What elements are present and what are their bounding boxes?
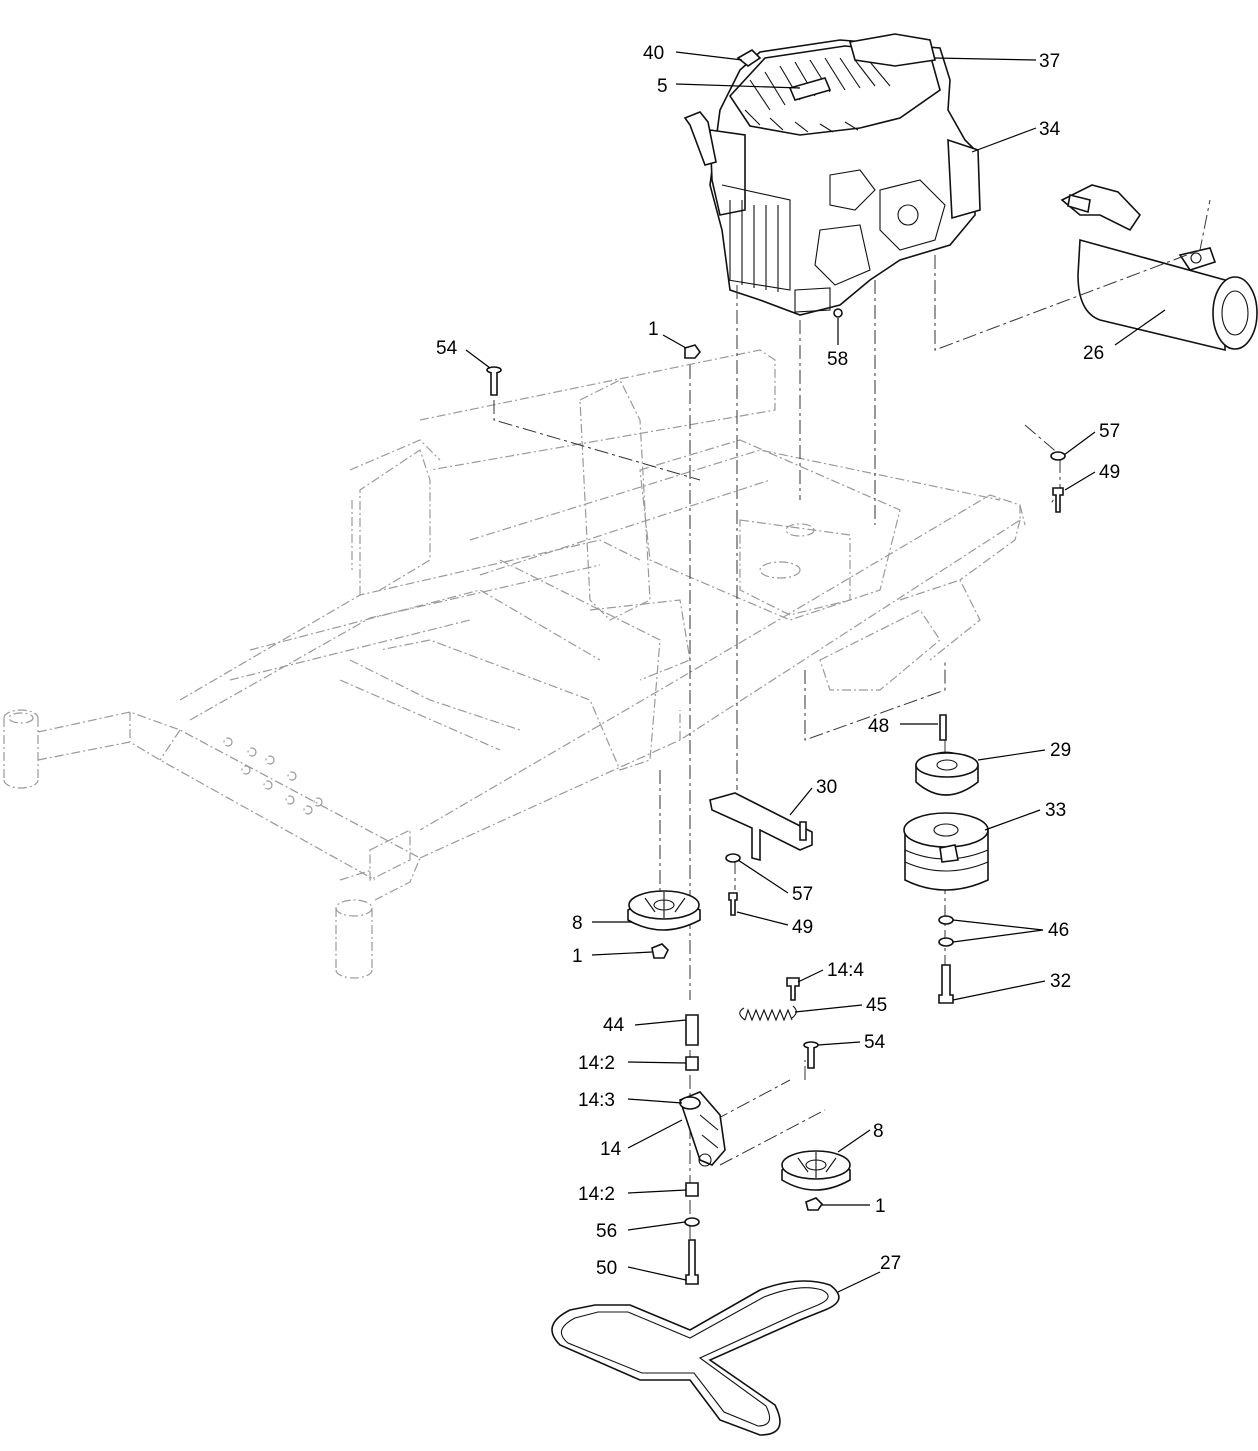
callout-26: 26 — [1083, 343, 1104, 364]
callout-37: 37 — [1039, 51, 1060, 72]
callout-49: 49 — [792, 917, 813, 938]
callout-14-3: 14:3 — [578, 1090, 615, 1111]
engine — [683, 33, 981, 318]
callout-58: 58 — [827, 349, 848, 370]
callout-50: 50 — [596, 1258, 617, 1279]
callout-44: 44 — [603, 1015, 625, 1036]
callout-57: 57 — [792, 884, 813, 905]
callout-14-2: 14:2 — [578, 1184, 615, 1205]
callout-8: 8 — [572, 913, 583, 934]
callout-56: 56 — [596, 1221, 617, 1242]
callout-1: 1 — [875, 1196, 886, 1217]
callout-29: 29 — [1050, 740, 1071, 761]
callout-54: 54 — [436, 338, 458, 359]
callout-48: 48 — [868, 716, 889, 737]
callout-49: 49 — [1099, 462, 1120, 483]
callout-45: 45 — [866, 995, 887, 1016]
callout-30: 30 — [816, 777, 837, 798]
callout-33: 33 — [1045, 800, 1066, 821]
callout-5: 5 — [657, 76, 668, 97]
callout-1: 1 — [572, 946, 583, 967]
callout-27: 27 — [880, 1253, 901, 1274]
drive-belt — [551, 1280, 840, 1436]
callout-54: 54 — [864, 1032, 886, 1053]
chassis-frame — [3, 349, 1026, 979]
callout-8: 8 — [873, 1121, 884, 1142]
callout-32: 32 — [1050, 971, 1071, 992]
callouts: 40 5 37 34 1 54 58 26 57 49 48 29 30 33 … — [436, 43, 1120, 1279]
muffler — [934, 184, 1258, 352]
callout-1: 1 — [648, 319, 659, 340]
callout-14: 14 — [600, 1139, 622, 1160]
hardware — [486, 344, 1066, 1285]
callout-57: 57 — [1099, 421, 1120, 442]
callout-46: 46 — [1048, 920, 1069, 941]
callout-40: 40 — [643, 43, 664, 64]
callout-34: 34 — [1039, 119, 1061, 140]
callout-14-4: 14:4 — [827, 960, 864, 981]
leader-lines — [465, 51, 1166, 1293]
callout-14-2: 14:2 — [578, 1053, 615, 1074]
